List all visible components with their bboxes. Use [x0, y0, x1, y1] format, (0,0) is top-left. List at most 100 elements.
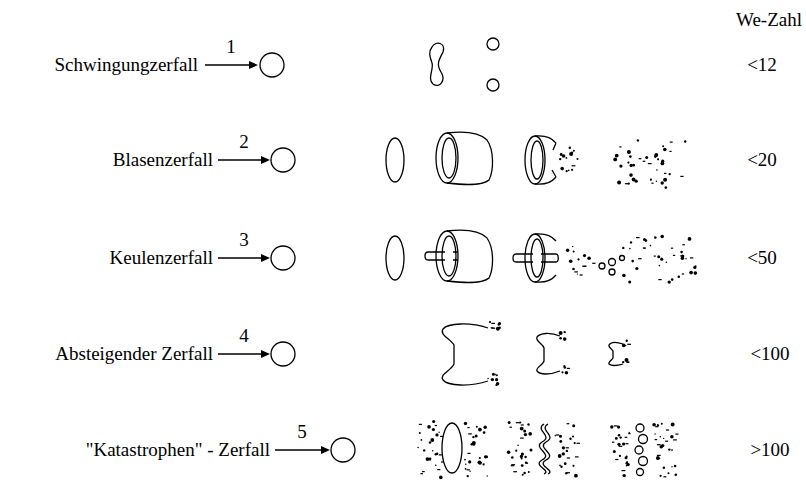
spray-droplet: [572, 246, 573, 247]
spray-droplet: [678, 276, 681, 279]
spray-droplet: [622, 344, 626, 348]
row-label: "Katastrophen" - Zerfall: [86, 439, 270, 461]
spray-droplet: [574, 474, 578, 478]
spray-droplet: [636, 237, 640, 238]
spray-droplet: [652, 423, 656, 427]
spray-droplet: [587, 257, 591, 261]
spray-droplet: [476, 426, 478, 428]
spray-droplet: [559, 435, 562, 438]
spray-droplet: [643, 238, 646, 241]
spray-droplet: [498, 322, 501, 325]
spray-droplet: [661, 423, 663, 425]
droplet: [271, 246, 295, 270]
arrow-line: [205, 64, 251, 65]
deformed-droplet: [537, 333, 560, 374]
bag-rim: [531, 141, 543, 179]
callout-number: 3: [239, 229, 249, 251]
spray-droplet: [524, 433, 527, 436]
spray-droplet: [656, 181, 657, 182]
droplet: [331, 438, 355, 462]
spray-droplet: [619, 146, 621, 147]
flattened-droplet: [386, 236, 404, 280]
spray-droplet: [643, 248, 645, 249]
spray-droplet: [572, 424, 575, 427]
spray-droplet: [569, 438, 571, 440]
spray-droplet: [577, 258, 579, 260]
sheet-stripping-breakup: [218, 324, 623, 385]
spray-droplet: [572, 436, 574, 437]
spray-droplet: [626, 463, 629, 466]
spray-droplet: [435, 433, 438, 436]
spray-droplet: [631, 260, 634, 263]
spray-droplet: [468, 453, 471, 454]
spray-droplet: [524, 456, 526, 458]
spray-droplet: [673, 439, 677, 440]
spray-droplet: [654, 256, 656, 257]
spray-droplet: [673, 255, 675, 256]
spray-droplet: [562, 452, 565, 455]
droplet: [609, 269, 615, 275]
spray-droplet: [668, 448, 670, 450]
spray-droplet: [438, 432, 439, 433]
spray-droplet: [668, 472, 670, 474]
spray-droplet: [568, 170, 570, 172]
spray-droplet: [571, 169, 573, 171]
spray-droplet: [472, 442, 476, 446]
droplet: [599, 263, 605, 269]
spray-droplet: [635, 180, 638, 183]
spray-droplet: [560, 466, 562, 468]
spray-droplet: [619, 165, 622, 168]
spray-droplet: [419, 424, 422, 425]
spray-droplet: [422, 471, 425, 472]
spray-droplet: [610, 425, 613, 428]
spray-droplet: [478, 428, 482, 432]
bag-rim: [525, 136, 545, 184]
spray-droplet: [627, 150, 631, 154]
spray-droplet: [613, 158, 617, 162]
spray-droplet: [494, 374, 496, 376]
spray-droplet: [660, 235, 664, 239]
spray-droplet: [662, 145, 664, 147]
spray-droplet: [573, 150, 575, 152]
spray-droplet: [693, 266, 696, 269]
spray-droplet: [627, 344, 631, 345]
spray-droplet: [655, 426, 658, 427]
spray-droplet: [612, 442, 614, 443]
spray-droplet: [682, 244, 685, 245]
arrow-line: [218, 159, 263, 160]
spray-droplet: [626, 443, 629, 444]
spray-droplet: [528, 471, 530, 473]
spray-droplet: [510, 427, 512, 428]
spray-droplet: [671, 450, 673, 451]
spray-droplet: [572, 165, 576, 166]
row-label: Blasenzerfall: [113, 149, 213, 171]
spray-droplet: [492, 328, 496, 329]
spray-droplet: [566, 157, 568, 159]
spray-droplet: [430, 438, 434, 442]
spray-droplet: [520, 438, 524, 439]
spray-droplet: [559, 435, 561, 437]
flattened-droplet: [442, 423, 462, 473]
spray-droplet: [628, 183, 630, 185]
spray-droplet: [522, 474, 524, 476]
spray-droplet: [484, 455, 487, 458]
spray-droplet: [496, 382, 499, 385]
weber-value: <20: [747, 149, 777, 171]
bag: [535, 136, 556, 184]
droplet: [639, 435, 648, 444]
spray-droplet: [660, 475, 662, 477]
spray-droplet: [657, 455, 661, 456]
spray-droplet: [520, 427, 524, 431]
spray-droplet: [429, 459, 431, 461]
bag-rim: [442, 138, 456, 178]
spray-droplet: [626, 340, 628, 342]
spray-droplet: [657, 255, 660, 258]
spray-droplet: [478, 461, 481, 464]
droplet: [636, 424, 644, 432]
droplet: [487, 38, 499, 50]
spray-droplet: [657, 444, 661, 445]
spray-droplet: [656, 169, 658, 171]
spray-droplet: [622, 361, 624, 363]
spray-droplet: [661, 181, 664, 184]
spray-droplet: [669, 173, 671, 175]
